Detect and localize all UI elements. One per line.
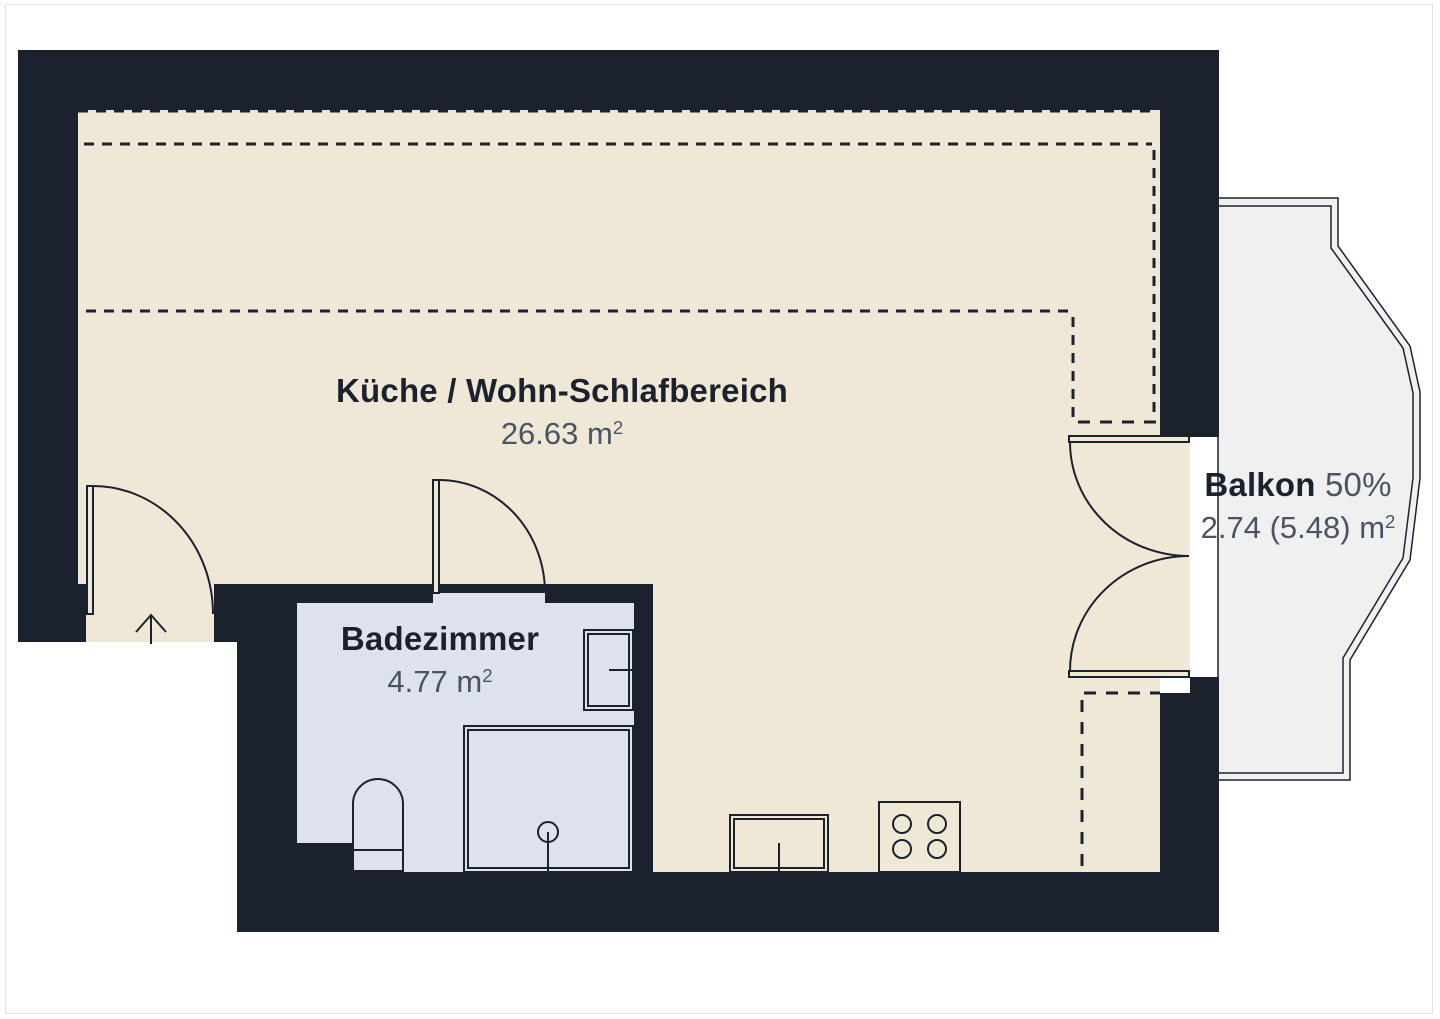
kitchen-sink-icon <box>729 814 829 873</box>
area-value: 4.77 <box>387 664 448 699</box>
entrance-door[interactable] <box>86 485 214 615</box>
balcony-area <box>1217 197 1421 781</box>
room-area: 26.63 m2 <box>262 416 862 452</box>
living-area <box>78 110 1190 872</box>
balcony-double-door[interactable] <box>1068 435 1190 678</box>
area-unit: m <box>1359 510 1386 545</box>
area-unit-sup: 2 <box>482 664 493 686</box>
room-name: Badezimmer <box>340 620 540 657</box>
plan-frame <box>5 4 1433 1014</box>
area-value: 26.63 <box>500 416 579 451</box>
entrance-arrow-icon <box>135 613 167 644</box>
room-label-living: Küche / Wohn-Schlafbereich 26.63 m2 <box>262 372 862 452</box>
room-area: 4.77 m2 <box>300 664 580 700</box>
room-name: Balkon 50% <box>1186 466 1410 504</box>
room-label-bathroom: Badezimmer 4.77 m2 <box>300 620 580 700</box>
toilet-icon <box>352 778 404 872</box>
balcony-percent: 50% <box>1324 466 1392 503</box>
room-name: Küche / Wohn-Schlafbereich <box>336 372 788 409</box>
bathroom-door[interactable] <box>432 479 546 594</box>
shower-tray-icon <box>463 725 634 873</box>
room-label-balcony: Balkon 50% 2.74 (5.48) m2 <box>1186 466 1410 546</box>
area-unit-sup: 2 <box>1385 510 1396 532</box>
room-area: 2.74 (5.48) m2 <box>1186 510 1410 546</box>
slope-lines <box>78 109 1160 872</box>
area-unit: m <box>587 416 613 451</box>
area-value: 2.74 (5.48) <box>1200 510 1351 545</box>
area-unit: m <box>456 664 483 699</box>
area-unit-sup: 2 <box>612 416 624 438</box>
cooktop-icon <box>878 801 961 873</box>
bathroom-sink-icon <box>583 629 634 711</box>
balcony-name: Balkon <box>1204 466 1316 503</box>
